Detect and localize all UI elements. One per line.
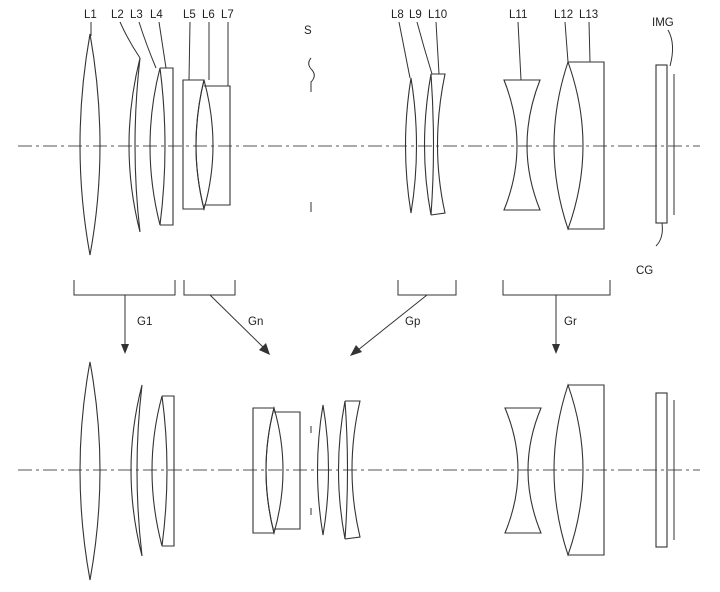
lens-l2-bottom	[130, 384, 143, 557]
lens-l8-bottom	[316, 404, 330, 536]
label-l4: L4	[150, 9, 163, 21]
lens-l4-top	[160, 67, 174, 226]
bracket-gn	[183, 280, 236, 296]
lens-l11-bottom	[504, 407, 542, 534]
cover-glass-top	[655, 64, 668, 224]
lens-l1-top	[79, 33, 101, 256]
lens-labels: L1 L2 L3 L4 L5 L6 L7 S L8 L9 L10 L11 L12…	[84, 9, 674, 277]
zoom-arrows	[121, 294, 560, 356]
bracket-gp	[397, 280, 457, 296]
label-l12: L12	[554, 9, 573, 21]
group-labels: G1 Gn Gp Gr	[137, 316, 577, 328]
label-l9: L9	[409, 9, 422, 21]
lens-l6-top	[195, 79, 214, 212]
label-leaders	[90, 21, 674, 247]
arrow-gn	[209, 294, 265, 349]
label-group-gp: Gp	[405, 316, 420, 328]
label-l3: L3	[130, 9, 143, 21]
lens-l7-top	[204, 85, 231, 206]
bracket-gr	[502, 280, 611, 296]
label-group-gr: Gr	[564, 316, 577, 328]
label-group-gn: Gn	[248, 316, 263, 328]
arrow-gp	[357, 294, 428, 351]
label-cg: CG	[636, 265, 653, 277]
lens-l4-bottom	[162, 395, 175, 547]
lens-l8-top	[404, 77, 418, 214]
lens-l13-bottom	[568, 384, 605, 556]
lens-l10-top	[430, 73, 446, 216]
lens-l6-bottom	[265, 405, 284, 536]
group-brackets	[73, 280, 611, 296]
label-l13: L13	[579, 9, 598, 21]
label-l11: L11	[509, 9, 527, 21]
lens-l5-top	[182, 79, 205, 210]
label-l5: L5	[183, 9, 196, 21]
lens-l11-top	[503, 79, 541, 211]
lens-l13-top	[568, 61, 605, 230]
aperture-stop-top	[308, 57, 315, 92]
lens-l3-bottom	[151, 395, 168, 547]
label-stop-s: S	[304, 25, 312, 37]
label-l6: L6	[202, 9, 215, 21]
top-optical-layout	[18, 33, 700, 256]
cover-glass-bottom	[655, 392, 668, 548]
label-l1: L1	[84, 9, 97, 21]
lens-l9-top	[423, 73, 435, 216]
bracket-g1	[73, 280, 176, 296]
lens-l1-bottom	[79, 361, 101, 581]
label-img: IMG	[652, 17, 674, 29]
label-l7: L7	[221, 9, 234, 21]
lens-l2-top	[128, 57, 141, 233]
lens-l7-bottom	[274, 411, 301, 530]
bottom-optical-layout	[18, 361, 700, 581]
label-l8: L8	[391, 9, 404, 21]
lens-l10-bottom	[344, 400, 361, 540]
label-group-g1: G1	[137, 316, 152, 328]
label-l10: L10	[428, 9, 447, 21]
label-l2: L2	[111, 9, 124, 21]
